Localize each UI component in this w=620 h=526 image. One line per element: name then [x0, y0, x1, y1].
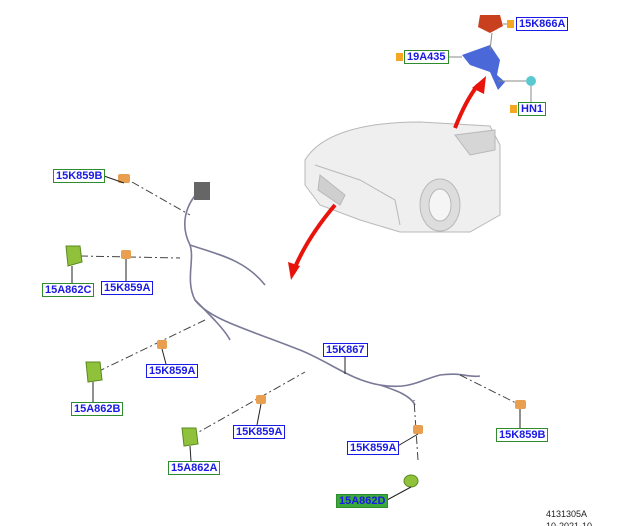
callout-15A862D[interactable]: 15A862D — [336, 494, 389, 508]
parking-sensors — [65, 245, 419, 488]
callout-15A862C[interactable]: 15A862C — [42, 283, 95, 297]
callout-HN1[interactable]: HN1 — [518, 102, 547, 116]
callout-15K866A[interactable]: 15K866A — [516, 17, 569, 31]
illustration-code: 4131305A — [546, 509, 588, 519]
callout-15K859B-right[interactable]: 15K859B — [496, 428, 549, 442]
module-15K866A — [478, 15, 503, 33]
callout-15A862A[interactable]: 15A862A — [168, 461, 221, 475]
callout-15K859A[interactable]: 15K859A — [347, 441, 400, 455]
connectors — [118, 174, 526, 434]
bracket-19A435 — [462, 45, 505, 90]
arrow-to-bracket — [453, 83, 480, 129]
callout-15K859A[interactable]: 15K859A — [146, 364, 199, 378]
arrow-to-harness — [294, 203, 337, 266]
callout-15K859A[interactable]: 15K859A — [233, 425, 286, 439]
callout-15K859B-top[interactable]: 15K859B — [53, 169, 106, 183]
illustration-date: 10-2021-10 — [546, 521, 593, 526]
arrow-head-up — [472, 76, 486, 94]
callout-15K859A[interactable]: 15K859A — [101, 281, 154, 295]
wiring-harness-15K867 — [184, 182, 481, 406]
arrow-head-down — [288, 262, 300, 280]
callout-15A862B[interactable]: 15A862B — [71, 402, 124, 416]
callout-15K867[interactable]: 15K867 — [323, 343, 368, 357]
vehicle-illustration — [304, 121, 501, 233]
orange-marker — [507, 20, 514, 28]
orange-marker — [510, 105, 517, 113]
orange-marker — [396, 53, 403, 61]
hn1-fastener — [526, 76, 536, 86]
callout-19A435[interactable]: 19A435 — [404, 50, 449, 64]
